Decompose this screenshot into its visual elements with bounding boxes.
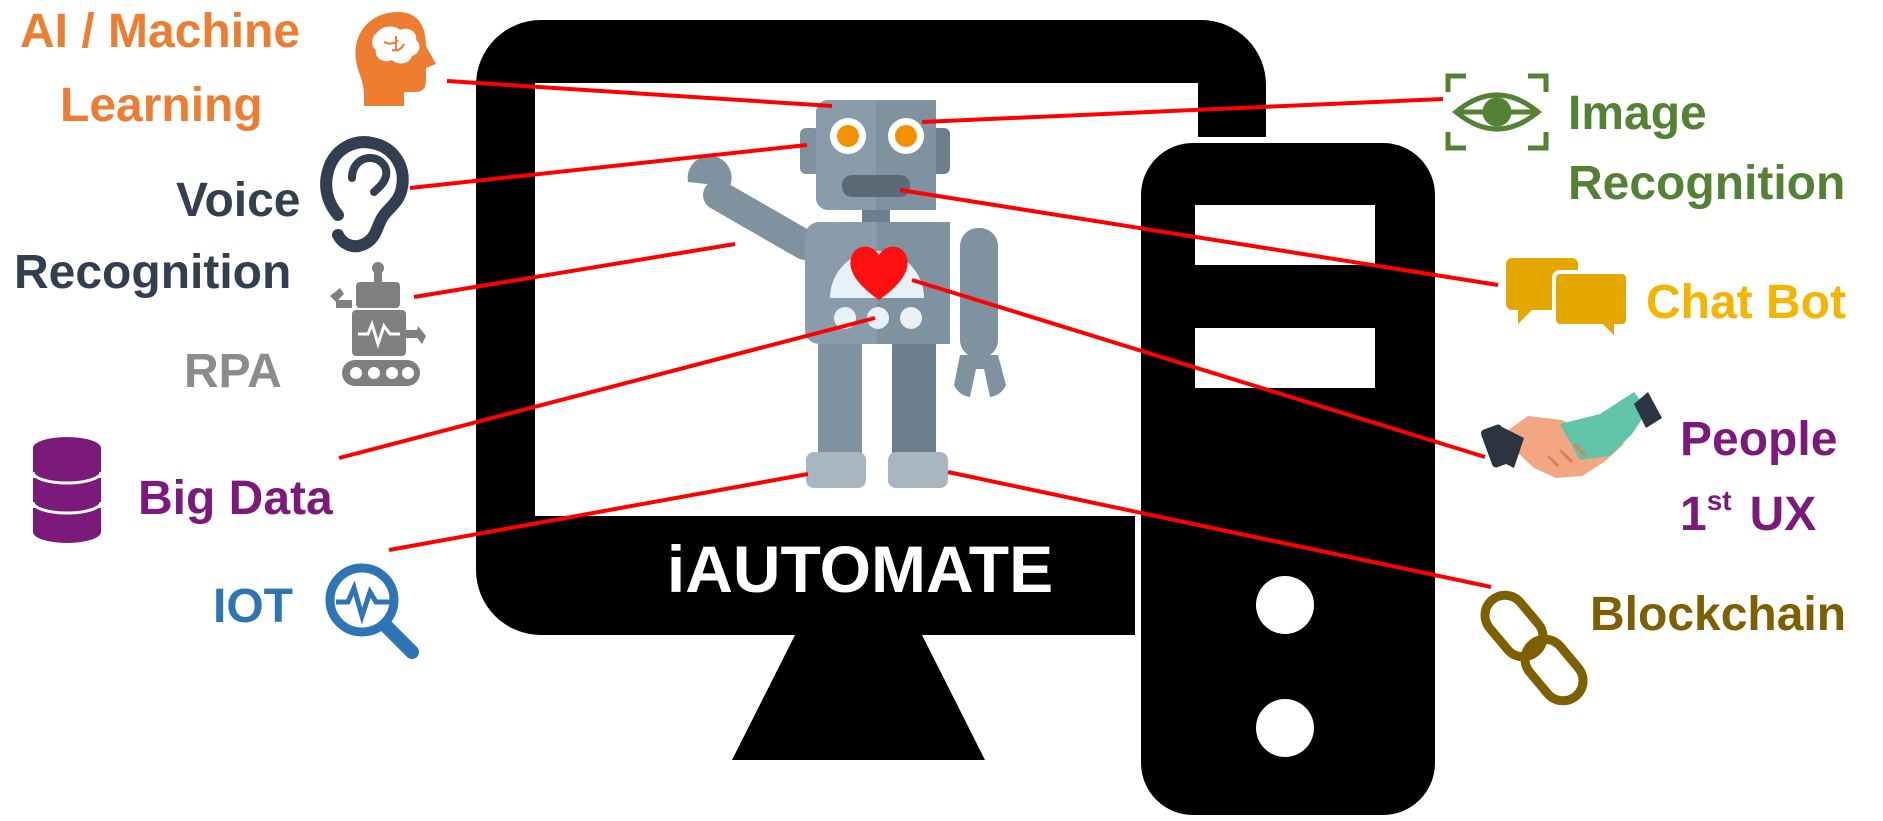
ear-icon (326, 142, 403, 246)
label-people-line1: People (1680, 413, 1837, 466)
eye-scan-icon (1448, 76, 1546, 148)
label-chat-bot: Chat Bot (1506, 258, 1846, 340)
robot-eye (895, 125, 917, 147)
robot-foot (888, 452, 948, 488)
brain-head-icon (355, 12, 436, 106)
label-people-ux: UX (1750, 488, 1817, 541)
label-ai-line1: AI / Machine (20, 5, 300, 58)
label-blockchain: Blockchain (1477, 587, 1846, 709)
robot-right-arm (960, 228, 998, 358)
robot-leg (892, 344, 936, 456)
label-ai-machine-learning: AI / Machine Learning (20, 5, 436, 132)
tower-button (1256, 576, 1314, 634)
label-ai-line2: Learning (60, 79, 263, 132)
label-people-first-ux: People 1st UX (1480, 392, 1838, 541)
monitor-stand (732, 635, 985, 760)
label-iot: IOT (213, 568, 412, 652)
label-voice-recognition: Voice Recognition (14, 142, 403, 299)
tower-button (1256, 699, 1314, 757)
database-icon (33, 437, 101, 543)
label-rpa-text: RPA (184, 345, 282, 398)
drive-bay (1195, 328, 1375, 388)
label-chat-bot-text: Chat Bot (1646, 276, 1846, 329)
label-big-data-text: Big Data (138, 472, 333, 525)
robot-eye (837, 125, 859, 147)
robot-foot (806, 452, 866, 488)
label-big-data: Big Data (33, 437, 333, 543)
label-voice-line1: Voice (176, 174, 301, 227)
robot-leg (818, 344, 862, 456)
label-voice-line2: Recognition (14, 246, 291, 299)
label-image-recognition: Image Recognition (1448, 76, 1845, 210)
chain-link-icon (1477, 587, 1591, 709)
robot-chest-button (900, 307, 922, 329)
label-people-number: 1 (1680, 488, 1707, 541)
chat-bubbles-icon (1506, 258, 1628, 340)
magnifier-pulse-icon (330, 568, 412, 652)
robot-mouth (842, 175, 910, 197)
robot-icon (330, 262, 426, 386)
brand-name: iAUTOMATE (667, 532, 1053, 606)
label-people-line2: 1st UX (1680, 485, 1816, 541)
tower (1138, 140, 1438, 818)
label-iot-text: IOT (213, 580, 293, 633)
label-image-line1: Image (1568, 87, 1707, 140)
label-people-superscript: st (1707, 485, 1732, 516)
handshake-icon (1480, 392, 1662, 478)
drive-bay (1195, 205, 1375, 265)
label-blockchain-text: Blockchain (1590, 588, 1846, 641)
label-image-line2: Recognition (1568, 157, 1845, 210)
